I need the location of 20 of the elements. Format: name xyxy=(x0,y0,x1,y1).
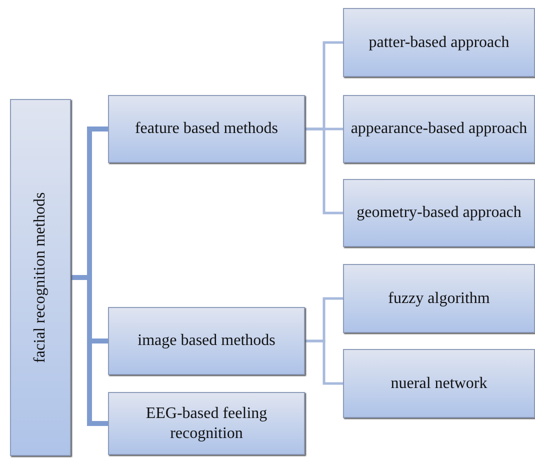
category-box xyxy=(343,8,535,77)
category-box xyxy=(343,264,535,333)
node-label: nueral network xyxy=(390,374,488,394)
category-box xyxy=(343,179,535,247)
node-label: image based methods xyxy=(136,331,276,351)
connector-line xyxy=(305,340,343,385)
connector-line xyxy=(305,128,343,214)
node-label: facial recognition methods xyxy=(30,191,50,365)
node-label: patter-based approach xyxy=(368,32,510,52)
node-label: geometry-based approach xyxy=(356,203,522,223)
node-label: appearance-based approach xyxy=(350,119,528,139)
category-box xyxy=(108,307,305,375)
node-label: feature based methods xyxy=(134,119,280,139)
category-box xyxy=(108,392,305,455)
category-box xyxy=(108,95,305,163)
node-label: EEG-based feeling recognition xyxy=(144,404,268,443)
root-box xyxy=(10,99,71,456)
category-box xyxy=(343,95,535,163)
node-label: fuzzy algorithm xyxy=(387,288,491,308)
category-box xyxy=(343,349,535,418)
